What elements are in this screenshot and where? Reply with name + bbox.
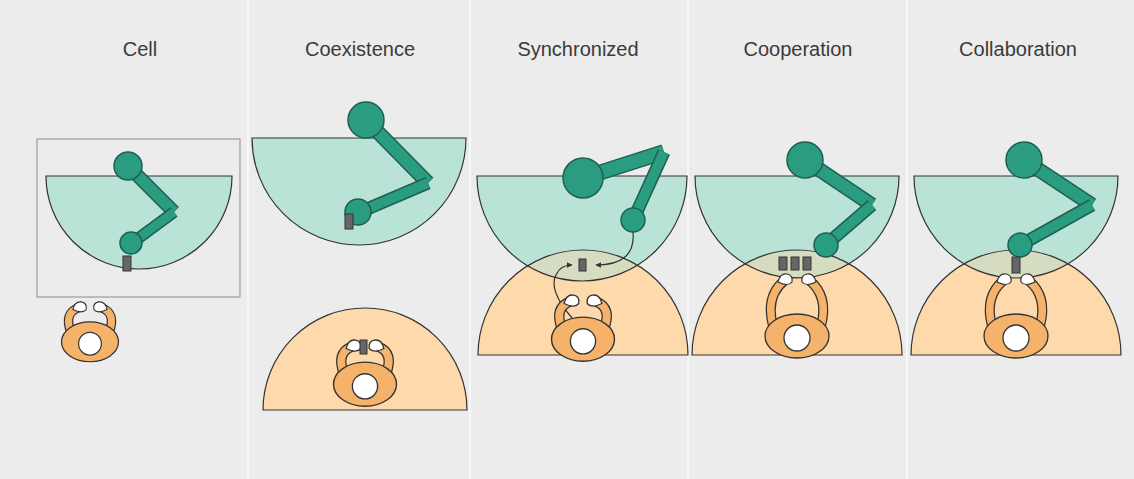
coexistence-panel [252, 102, 467, 410]
cooperation-panel [692, 142, 902, 358]
panel-title: Cooperation [693, 38, 903, 61]
cell-panel [37, 139, 240, 362]
panel-title: Synchronized [473, 38, 683, 61]
panel-title: Cell [35, 38, 245, 61]
synchronized-panel [477, 152, 688, 361]
collaboration-panel [911, 142, 1121, 358]
panel-title: Coexistence [255, 38, 465, 61]
panel-title: Collaboration [913, 38, 1123, 61]
